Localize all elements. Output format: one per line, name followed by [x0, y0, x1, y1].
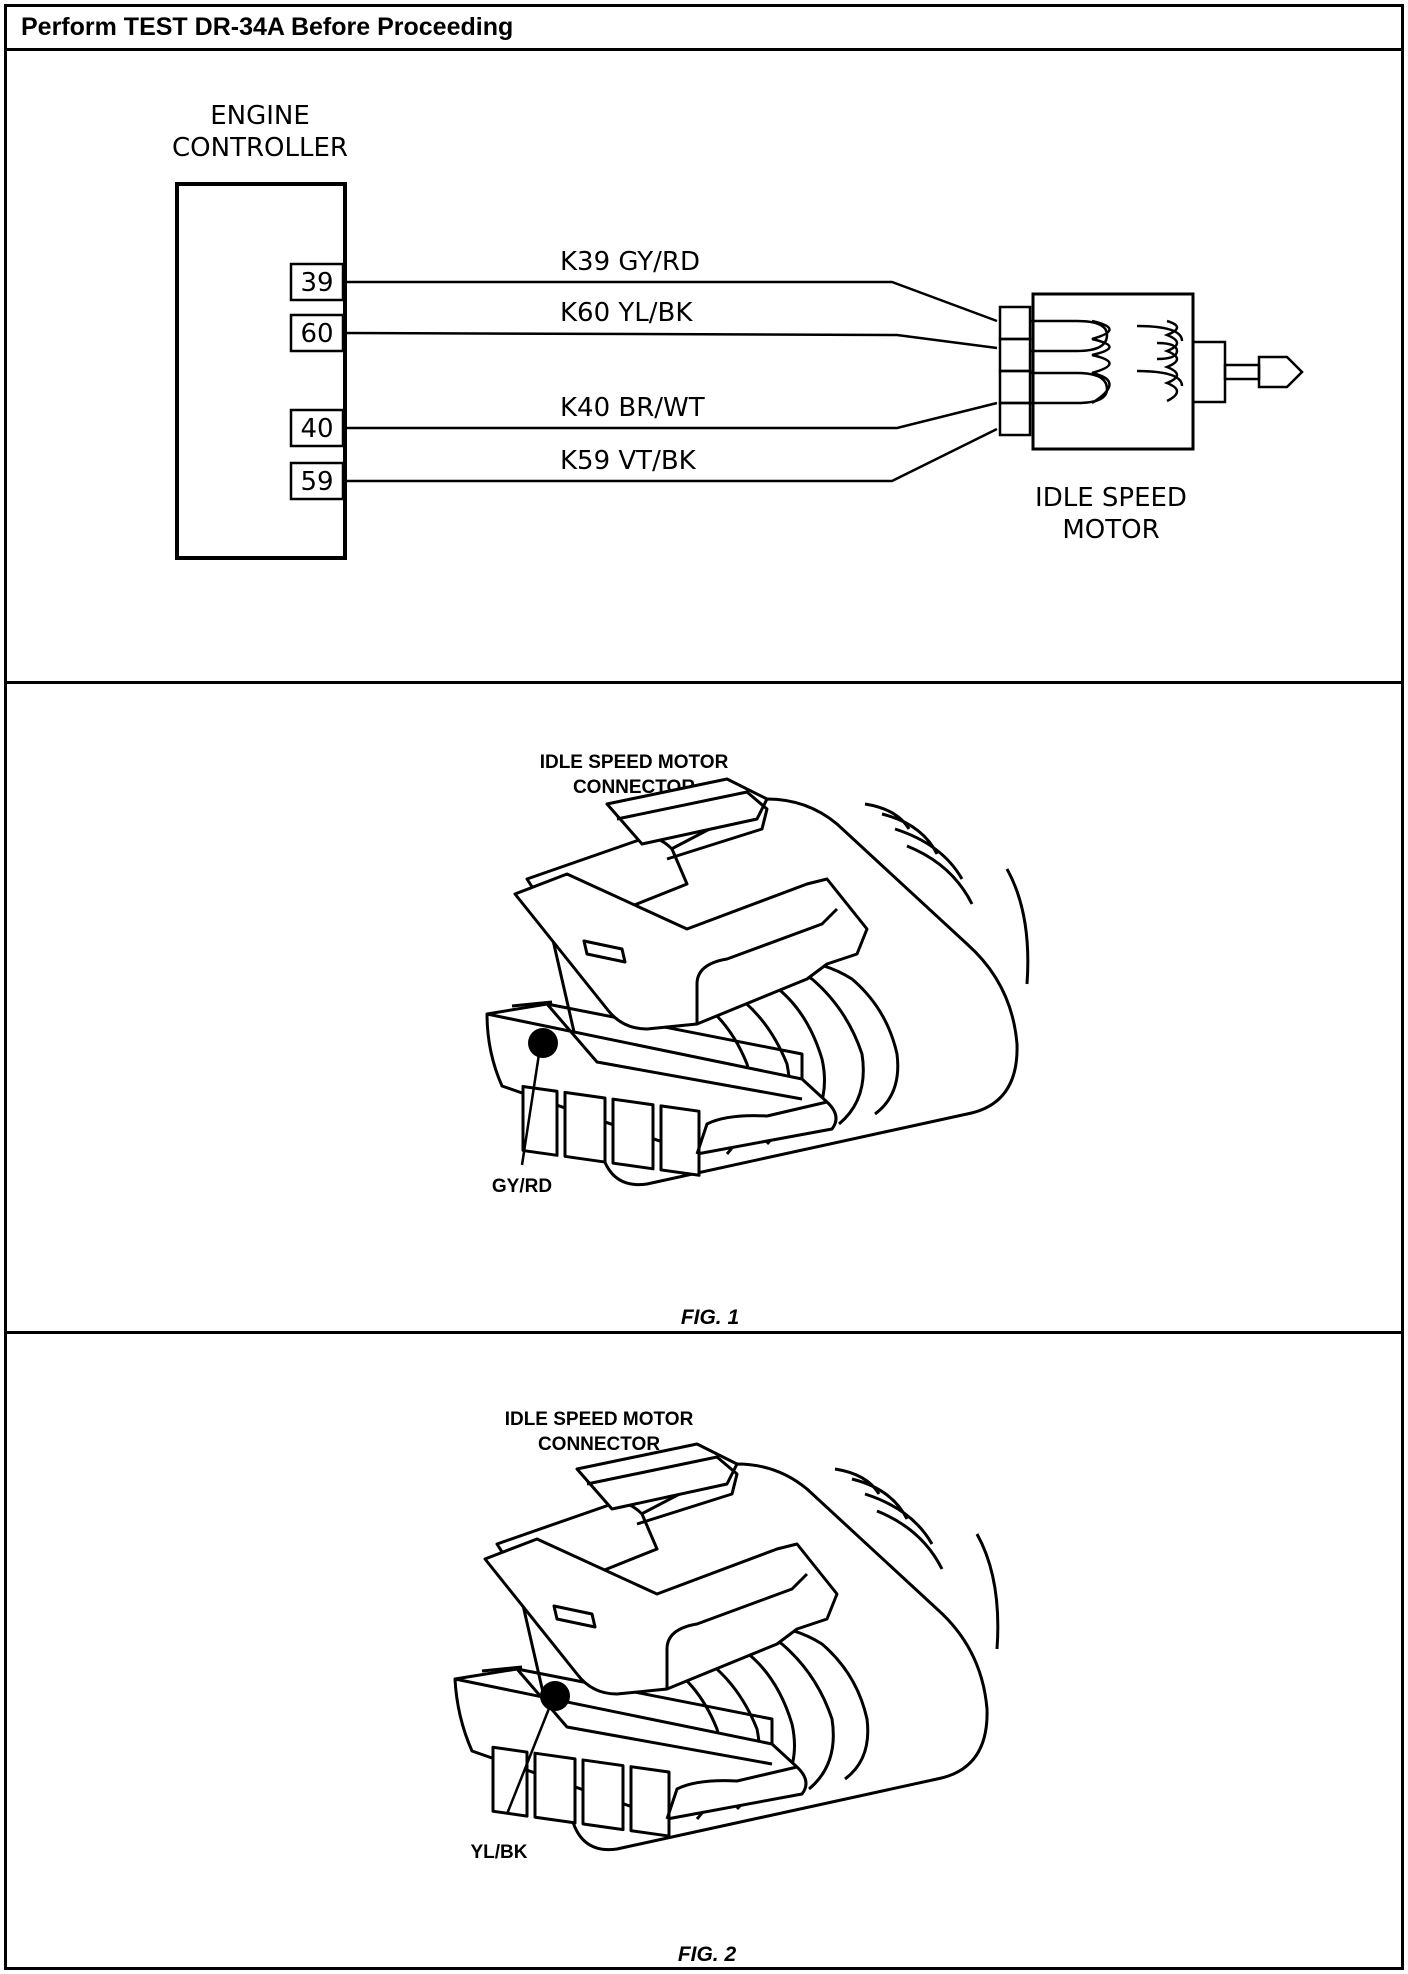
pin-40: 40 — [289, 408, 345, 448]
wire-k60-label: K60 YL/BK — [560, 298, 693, 328]
fig2-leader-line — [505, 1705, 552, 1815]
fig2-caption: FIG. 2 — [678, 1943, 737, 1964]
fig1-connector-illustration: IDLE SPEED MOTOR CONNECTOR — [485, 752, 1030, 1329]
header-bar: Perform TEST DR-34A Before Proceeding — [7, 7, 1401, 51]
wire-k40-label: K40 BR/WT — [560, 393, 705, 423]
fig2-label-line1: IDLE SPEED MOTOR — [505, 1409, 694, 1430]
fig2-yl-bk-terminal-marker — [540, 1681, 570, 1711]
coil-loop — [1156, 341, 1179, 361]
wire-lines — [342, 280, 998, 483]
wiring-schematic: ENGINE CONTROLLER 39 60 40 59 — [172, 101, 1304, 560]
wire-k59-label: K59 VT/BK — [560, 446, 697, 476]
pin-59: 59 — [289, 461, 345, 501]
motor-label-line1: IDLE SPEED — [1035, 483, 1187, 513]
schematic-panel: ENGINE CONTROLLER 39 60 40 59 — [7, 51, 1401, 684]
fig2-connector-illustration: IDLE SPEED MOTOR CONNECTOR — [453, 1409, 1000, 1964]
fig2-connector-body — [453, 1442, 1000, 1852]
fig1-connector-body — [485, 777, 1030, 1187]
fig1-caption: FIG. 1 — [681, 1306, 739, 1329]
fig1-label-line1: IDLE SPEED MOTOR — [540, 752, 729, 773]
fig2-panel: IDLE SPEED MOTOR CONNECTOR — [7, 1334, 1401, 1967]
pin-40-label: 40 — [300, 414, 333, 444]
page-title: Perform TEST DR-34A Before Proceeding — [21, 13, 514, 41]
fig1-panel: IDLE SPEED MOTOR CONNECTOR — [7, 684, 1401, 1334]
wire-k40 — [343, 401, 998, 430]
fig2-label-line2: CONNECTOR — [538, 1434, 660, 1455]
pin-60-label: 60 — [300, 319, 333, 349]
fig1-leader-line — [520, 1053, 541, 1166]
wire-k39-label: K39 GY/RD — [560, 247, 700, 277]
wire-k39 — [343, 280, 998, 323]
fig1-pin-label: GY/RD — [492, 1176, 552, 1197]
wire-k60 — [342, 331, 998, 350]
controller-label-line2: CONTROLLER — [172, 133, 348, 163]
fig1-gy-rd-terminal-marker — [528, 1028, 558, 1058]
pin-59-label: 59 — [300, 467, 333, 497]
motor-label-line2: MOTOR — [1062, 515, 1159, 545]
pin-60: 60 — [289, 313, 345, 353]
page-frame: Perform TEST DR-34A Before Proceeding EN… — [4, 4, 1404, 1970]
pin-39: 39 — [289, 262, 345, 302]
wire-k59 — [343, 427, 998, 483]
pin-39-label: 39 — [300, 268, 333, 298]
idle-speed-motor-symbol — [998, 292, 1304, 451]
engine-controller-box — [175, 182, 347, 560]
controller-label-line1: ENGINE — [210, 101, 310, 131]
fig2-pin-label: YL/BK — [471, 1842, 528, 1863]
